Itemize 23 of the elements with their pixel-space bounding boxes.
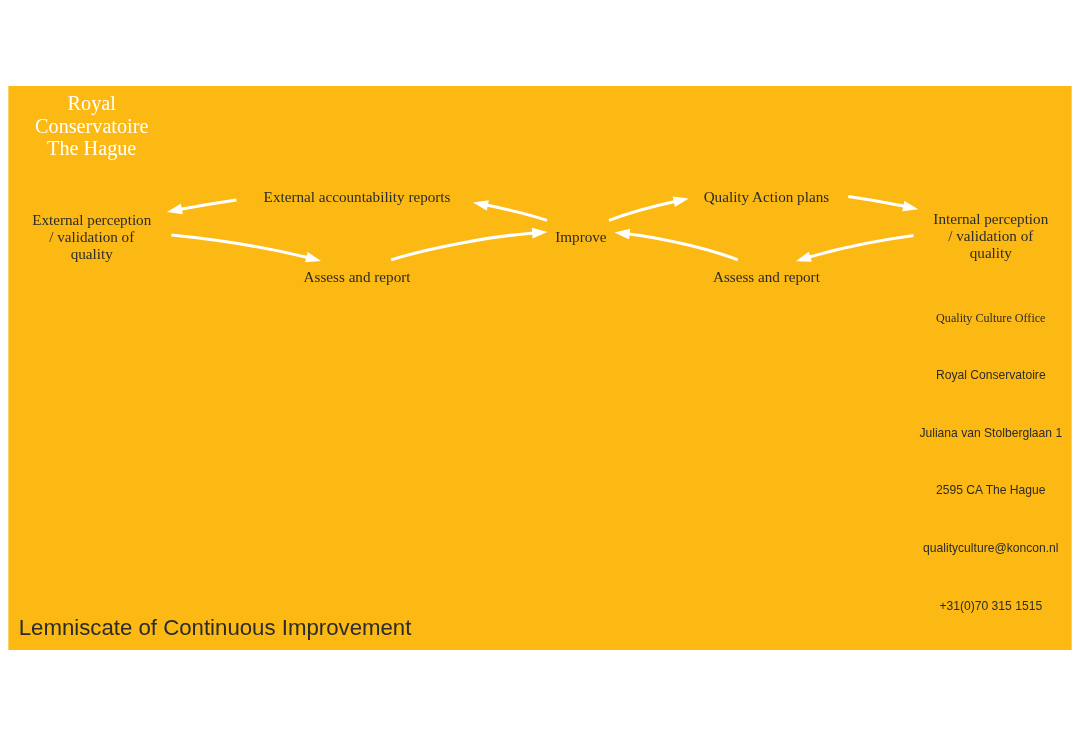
node-text: External accountability reports bbox=[263, 187, 451, 205]
label: Juliana van Stolberglaan 1 bbox=[919, 425, 1063, 440]
label: +31(0)70 315 1515 bbox=[939, 598, 1043, 613]
arrow bbox=[848, 194, 919, 211]
arrow bbox=[614, 228, 739, 261]
arrow bbox=[390, 227, 548, 261]
arrow bbox=[166, 197, 237, 214]
label: Royal Conservatoire The Hague bbox=[35, 91, 149, 159]
node-text: Assess and report bbox=[303, 267, 411, 285]
arrow bbox=[608, 196, 689, 222]
label: qualityculture@koncon.nl bbox=[923, 540, 1059, 555]
node-text: External perception / validation of quality bbox=[32, 210, 152, 262]
label: 2595 CA The Hague bbox=[936, 482, 1046, 497]
node-text: Internal perception / validation of quality bbox=[933, 209, 1049, 261]
label: Royal Conservatoire bbox=[935, 367, 1046, 382]
label: Quality Culture Office bbox=[936, 310, 1046, 325]
arrow bbox=[171, 232, 322, 262]
node-text: Assess and report bbox=[712, 267, 820, 285]
diagram-title: Lemniscate of Continuous Improvement bbox=[18, 614, 412, 640]
node-text: Improve bbox=[555, 227, 607, 245]
arrow bbox=[795, 233, 914, 262]
arrow bbox=[472, 199, 548, 222]
node-text: Quality Action plans bbox=[703, 187, 830, 205]
